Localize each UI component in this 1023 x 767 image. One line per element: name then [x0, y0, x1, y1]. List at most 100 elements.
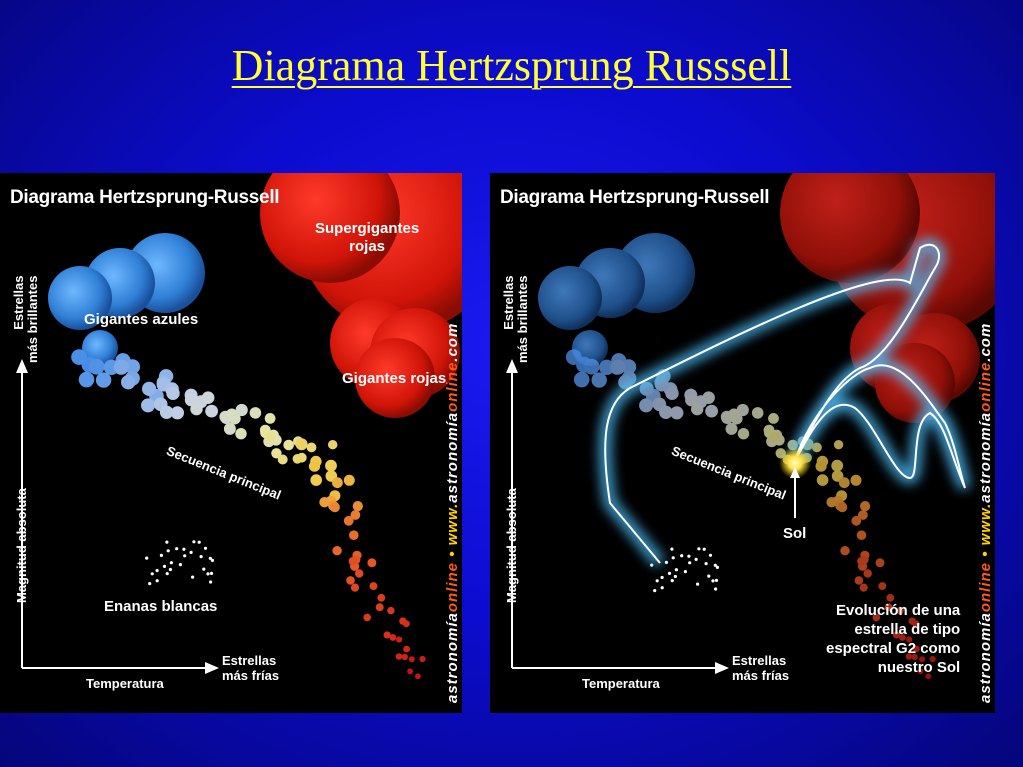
star-dot	[329, 502, 340, 513]
star-dot	[166, 549, 170, 553]
star-dot	[674, 568, 678, 572]
star-dot	[295, 438, 308, 451]
star-dot	[728, 408, 740, 421]
star-dot	[223, 422, 236, 435]
star-dot	[369, 582, 378, 591]
star-dot	[696, 582, 700, 586]
star-dot	[565, 349, 582, 365]
star-dot	[328, 440, 338, 450]
star-dot	[919, 656, 926, 663]
blue-giants-label: Gigantes azules	[84, 311, 199, 328]
star-dot	[858, 510, 868, 520]
y-axis-label: Magnitud absoluta	[14, 488, 29, 603]
star-dot	[583, 358, 600, 375]
main-sequence-stars	[71, 349, 426, 680]
star-dot	[899, 634, 906, 641]
star-dot	[892, 631, 901, 639]
star-dot	[875, 558, 885, 568]
star-dot	[343, 474, 355, 486]
star-dot	[78, 371, 95, 388]
star-dot	[840, 546, 850, 556]
star-dot	[859, 583, 868, 592]
star-dot	[401, 653, 408, 661]
star-dot	[863, 569, 872, 578]
star-dot	[670, 406, 684, 420]
star-dot	[355, 569, 364, 578]
star-dot	[407, 668, 413, 675]
star-dot	[725, 422, 738, 435]
star-dot	[387, 606, 395, 615]
star-dot	[199, 555, 203, 559]
star-dot	[155, 579, 159, 583]
star-dot	[170, 406, 184, 420]
star-dot	[197, 540, 201, 544]
blue-giant-star	[48, 266, 112, 330]
star-dot	[206, 572, 210, 576]
star-dot	[125, 359, 140, 375]
supergiant-star	[260, 173, 400, 283]
star-dot	[655, 579, 659, 583]
star-dot	[264, 413, 276, 424]
star-dot	[308, 460, 321, 472]
star-dot	[857, 556, 866, 566]
star-dot	[332, 477, 343, 489]
star-dot	[249, 407, 262, 419]
star-dot	[650, 563, 654, 567]
star-dot	[168, 567, 172, 572]
star-dot	[591, 372, 607, 388]
star-dot	[702, 391, 715, 404]
star-dot	[389, 634, 397, 641]
star-dot	[856, 530, 867, 540]
x-axis-arrow	[715, 662, 729, 674]
star-dot	[831, 459, 844, 472]
star-dot	[905, 653, 913, 660]
star-dot	[687, 554, 691, 558]
red-giant-star	[355, 338, 435, 418]
star-dot	[664, 560, 668, 564]
star-dot	[896, 606, 904, 615]
panel-title: Diagrama Hertzsprung-Russell	[500, 187, 770, 208]
star-dot	[145, 556, 149, 560]
star-dot	[917, 668, 924, 675]
supergiant-star	[780, 173, 920, 283]
star-dot	[350, 510, 361, 520]
star-dot	[114, 359, 129, 375]
y-axis-top-label: Estrellas más brillantes	[11, 275, 40, 363]
star-dot	[925, 673, 932, 680]
star-dot	[148, 582, 152, 586]
star-dot	[713, 563, 717, 567]
star-dot	[639, 398, 654, 413]
star-dot	[383, 631, 391, 639]
blue-giant-star	[538, 266, 602, 330]
star-dot	[310, 474, 323, 486]
x-axis-right-label: Estrellas más frías	[222, 653, 280, 683]
star-dot	[189, 550, 193, 554]
star-dot	[704, 562, 708, 566]
white-dwarfs-label: Enanas blancas	[104, 598, 218, 615]
star-dot	[691, 402, 704, 416]
slide-title: Diagrama Hertzsprung Russsell	[231, 41, 792, 90]
star-dot	[277, 454, 288, 465]
star-dot	[283, 439, 295, 451]
star-dot	[178, 563, 182, 567]
star-dot	[209, 571, 214, 575]
star-dot	[769, 432, 781, 443]
star-dot	[707, 574, 711, 578]
star-dot	[705, 404, 718, 418]
sun-star	[779, 447, 811, 479]
white-dwarf-stars	[145, 540, 214, 586]
star-dot	[349, 530, 359, 540]
star-dot	[375, 603, 384, 612]
star-dot	[235, 428, 247, 440]
star-dot	[854, 576, 864, 585]
star-dot	[396, 636, 403, 643]
star-dot	[683, 570, 687, 574]
star-dot	[768, 413, 779, 424]
star-dot	[850, 474, 862, 486]
star-dot	[271, 448, 282, 459]
star-dot	[660, 575, 664, 580]
star-dot	[694, 557, 698, 561]
star-dot	[670, 579, 674, 583]
star-dot	[419, 655, 426, 663]
y-axis-top-label: Estrellas más brillantes	[501, 275, 530, 363]
